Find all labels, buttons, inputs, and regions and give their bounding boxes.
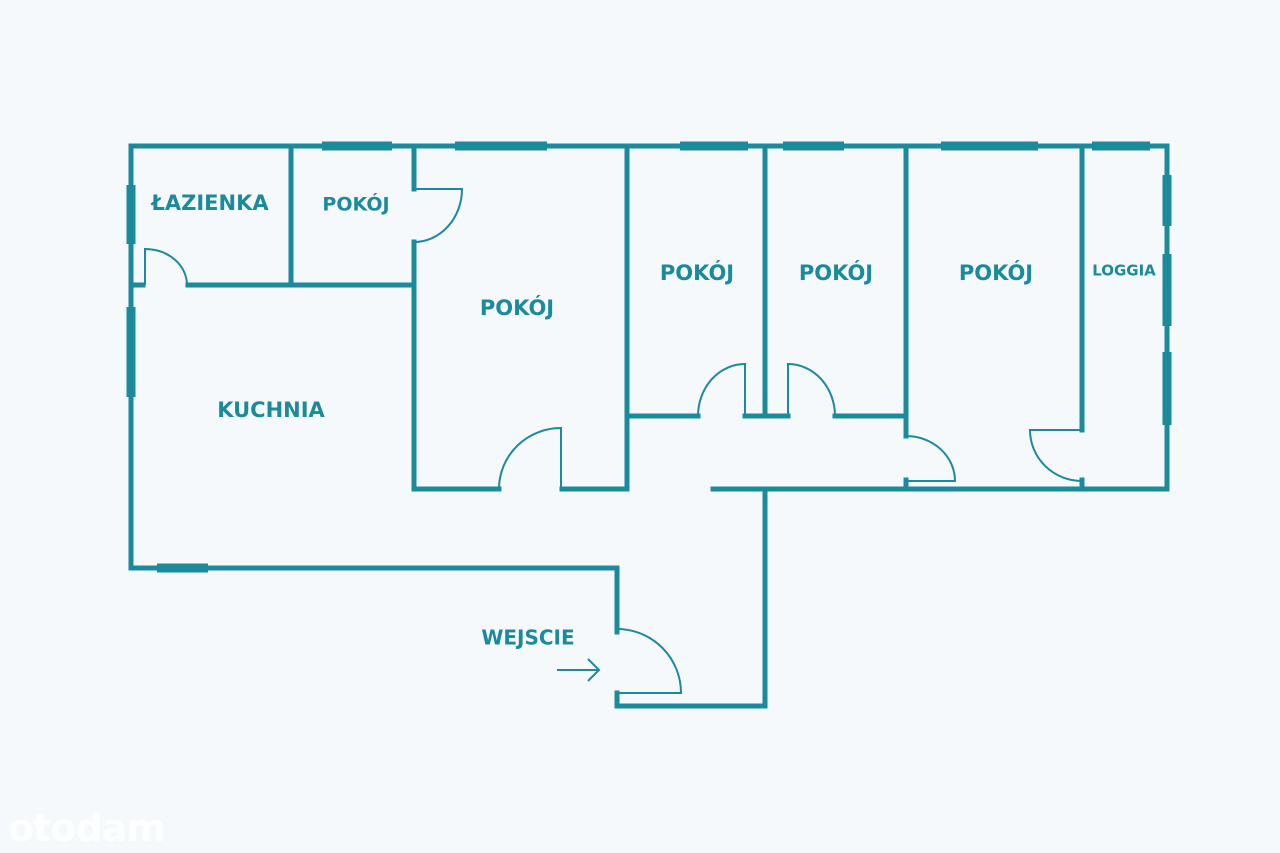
door-bathroom	[144, 247, 188, 286]
room-label-pokoj-2: POKÓJ	[660, 260, 734, 285]
entrance-wall	[614, 486, 768, 709]
room-label-kuchnia: KUCHNIA	[217, 398, 325, 422]
walls	[128, 143, 1170, 709]
doors	[144, 188, 1083, 694]
outer-wall	[128, 143, 1170, 492]
door-room4	[905, 435, 957, 482]
center-room-wall-left	[411, 239, 502, 492]
arrow-right-icon	[557, 658, 601, 682]
room-label-loggia: LOGGIA	[1092, 262, 1156, 280]
door-small-room	[413, 188, 464, 243]
door-room2	[697, 362, 746, 417]
door-loggia	[1028, 429, 1083, 482]
room-label-lazienka: ŁAZIENKA	[150, 191, 269, 215]
center-room-wall-bottom	[559, 143, 630, 492]
room-label-pokoj-4: POKÓJ	[959, 260, 1033, 285]
door-center-room	[498, 426, 562, 490]
windows	[126, 141, 1172, 573]
door-room3	[787, 362, 836, 417]
watermark-logo: otodam	[8, 806, 166, 850]
room-label-pokoj-small: POKÓJ	[322, 192, 389, 216]
door-entrance	[616, 628, 683, 694]
room-label-pokoj-3: POKÓJ	[799, 260, 873, 285]
room-label-wejscie: WEJSCIE	[481, 626, 574, 650]
outer-wall-left	[128, 143, 620, 635]
room-label-pokoj-center: POKÓJ	[480, 295, 554, 320]
